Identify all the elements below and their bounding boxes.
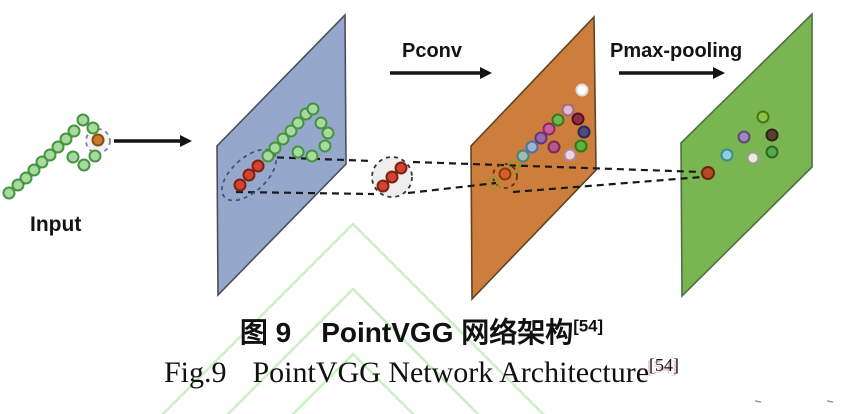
input-cloud-point: [91, 133, 105, 147]
pooled-feature-cloud-point: [720, 148, 734, 162]
blue-plane-cloud-point: [284, 124, 298, 138]
blue-plane-cloud-point: [268, 141, 282, 155]
artifact-speck: [826, 400, 834, 403]
pooled-feature-cloud-point: [765, 145, 779, 159]
caption-en-figure-number: Fig.9: [163, 356, 227, 389]
pconv-feature-plane: [470, 15, 597, 301]
pconv-center-circle: [492, 163, 518, 189]
pconv-feature-cloud-point: [561, 103, 575, 117]
input-cloud-point: [67, 124, 81, 138]
caption-zh: 图 9 PointVGG 网络架构[54]: [0, 311, 843, 351]
caption-zh-figure-number: 图 9: [239, 317, 292, 348]
blue-plane-cloud-point: [242, 168, 256, 182]
pconv-feature-cloud-point: [571, 112, 585, 126]
pconv-feature-cloud-point: [516, 149, 530, 163]
input-label: Input: [30, 213, 82, 236]
input-cloud-point: [27, 163, 41, 177]
pooled-feature-cloud-point: [737, 130, 751, 144]
artifact-speck: [754, 400, 762, 403]
caption-zh-citation: [54]: [573, 316, 604, 336]
blue-plane-cloud-point: [291, 145, 305, 159]
pconv-feature-cloud-point: [575, 83, 589, 97]
lifted-neighborhood-cluster-point: [385, 170, 399, 184]
pooled-feature-cloud-point: [746, 151, 760, 165]
input-cloud-point: [66, 150, 80, 164]
blue-plane-cloud-point: [233, 178, 247, 192]
pconv-feature-cloud-point: [498, 167, 512, 181]
pconv-arrow-head: [480, 67, 492, 79]
lifted-neighborhood-cluster-point: [376, 179, 390, 193]
lifted-neighborhood-cluster-point: [394, 161, 408, 175]
pconv-feature-cloud-point: [577, 125, 591, 139]
input-feature-plane: [216, 13, 347, 297]
pconv-feature-cloud-point: [534, 131, 548, 145]
watermark-chevron: [291, 352, 415, 414]
input-cloud-point: [59, 132, 73, 146]
pconv-feature-cloud-point: [547, 140, 561, 154]
pooled-feature-cloud-point: [765, 128, 779, 142]
input-cloud-point: [88, 149, 102, 163]
blue-plane-cloud-point: [261, 149, 275, 163]
pconv-label: Pconv: [402, 40, 463, 62]
pconv-feature-cloud-point: [542, 122, 556, 136]
caption-en-citation: [54]: [649, 355, 680, 375]
input-cloud-point: [43, 148, 57, 162]
pconv-feature-cloud-point: [563, 148, 577, 162]
input-cloud-point: [2, 186, 16, 200]
input-cloud-point: [86, 121, 100, 135]
pooled-feature-cloud-point: [701, 166, 715, 180]
caption-en-title: PointVGG Network Architecture: [252, 356, 650, 389]
input-arrow-head: [180, 135, 192, 147]
blue-plane-cloud-point: [306, 102, 320, 116]
blue-plane-cloud-point: [291, 116, 305, 130]
pmax-pooling-label: Pmax-pooling: [610, 40, 743, 62]
pooled-feature-plane: [680, 12, 813, 298]
blue-plane-cloud-point: [276, 132, 290, 146]
input-cloud-point: [19, 171, 33, 185]
pconv-feature-cloud-point: [525, 140, 539, 154]
caption-zh-title: PointVGG 网络架构: [321, 317, 574, 348]
dashed-receptive-field-line: [512, 175, 703, 194]
input-cloud-point: [11, 178, 25, 192]
blue-plane-cloud-point: [321, 126, 335, 140]
blue-plane-cloud-point: [314, 116, 328, 130]
pconv-feature-cloud-point: [507, 159, 521, 173]
dashed-receptive-field-line: [407, 181, 497, 195]
input-cloud-point: [35, 155, 49, 169]
blue-plane-cloud-point: [251, 159, 265, 173]
input-cloud-point: [76, 113, 90, 127]
input-cloud-point: [51, 140, 65, 154]
watermark-chevron: [226, 287, 480, 414]
pconv-feature-cloud-point: [574, 139, 588, 153]
pmax-pooling-arrow-head: [713, 67, 725, 79]
caption-en: Fig.9 PointVGG Network Architecture[54]: [0, 356, 843, 390]
input-cloud-point: [77, 158, 91, 172]
blue-plane-cloud-point: [318, 139, 332, 153]
watermark-chevron: [161, 222, 545, 414]
dashed-receptive-field-line: [264, 155, 373, 163]
blue-plane-cloud-point: [305, 149, 319, 163]
dashed-receptive-field-line: [412, 160, 702, 174]
pooled-feature-cloud-point: [756, 110, 770, 124]
pconv-feature-cloud-point: [551, 113, 565, 127]
pconv-feature-cloud-point: [487, 176, 501, 190]
